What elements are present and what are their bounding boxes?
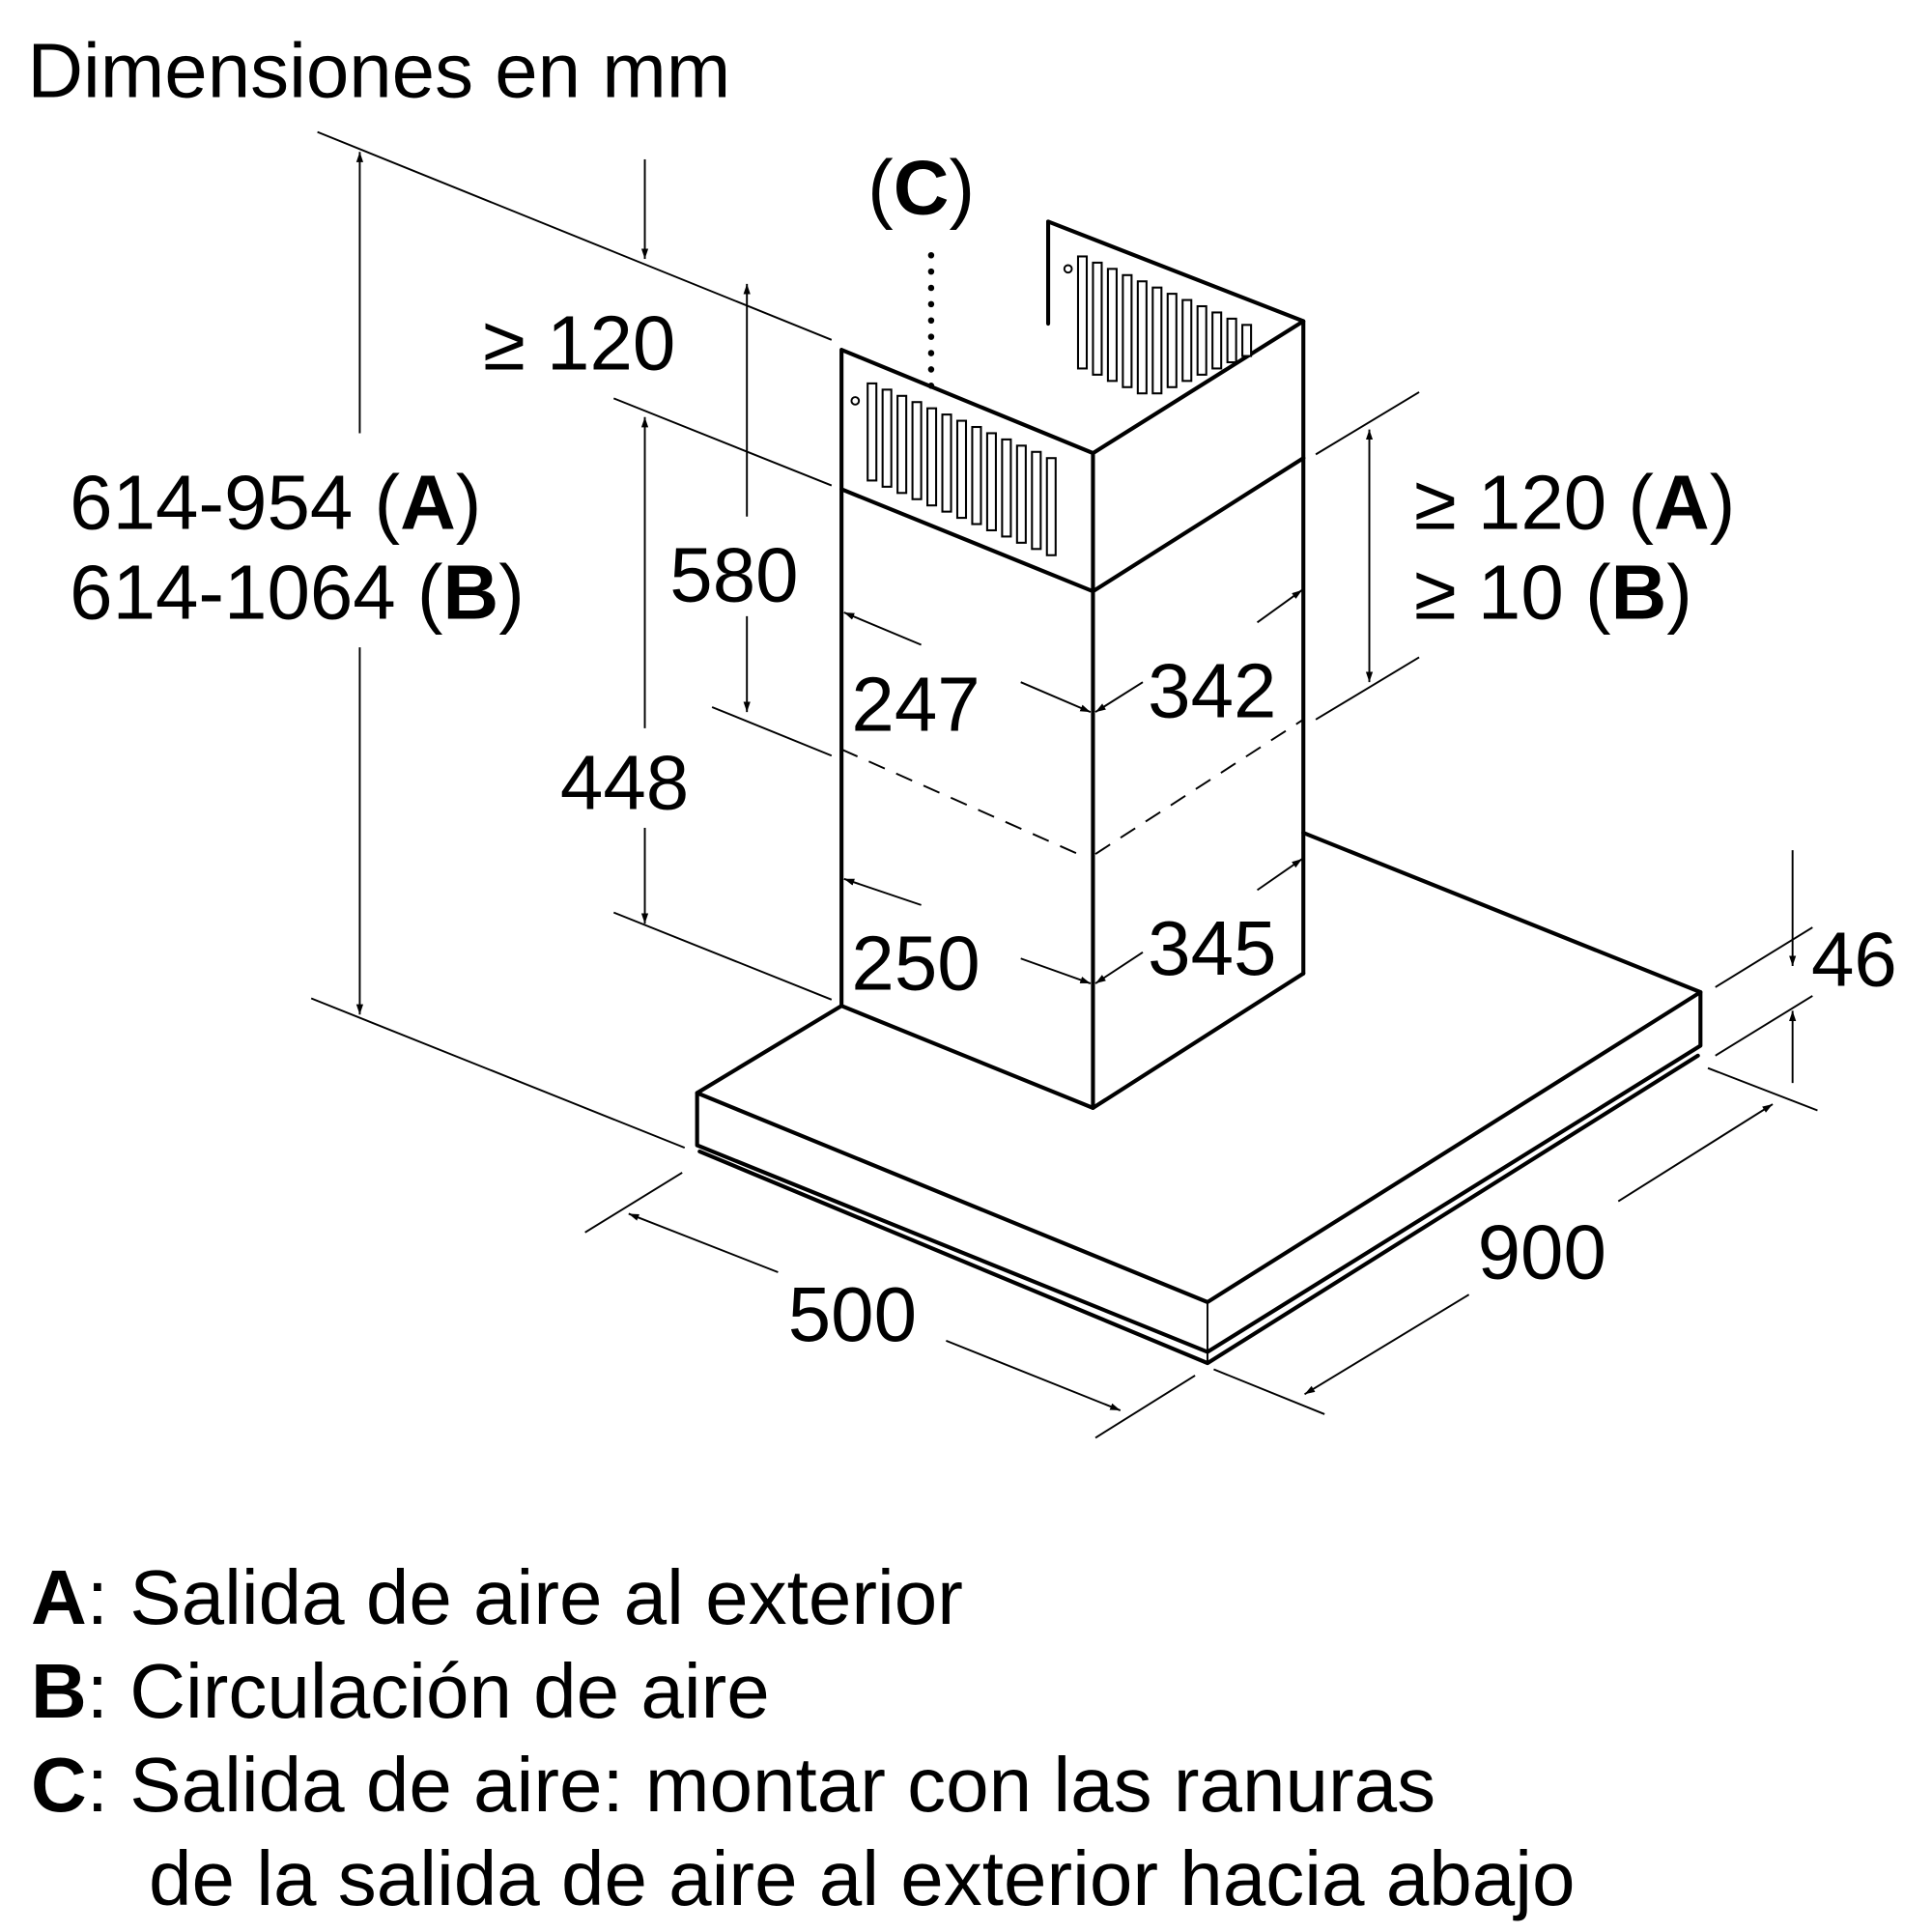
legend-text: Circulación de aire xyxy=(129,1648,770,1734)
legend-text: Salida de aire: montar con las ranuras xyxy=(129,1742,1436,1828)
width-lower-label: 345 xyxy=(1148,905,1276,991)
c-marker-label: (C) xyxy=(867,145,975,231)
vent-slots-front xyxy=(850,382,1057,556)
legend-text: Salida de aire al exterior xyxy=(129,1554,963,1640)
depth-lower-label: 250 xyxy=(851,920,980,1006)
legend-item-b: B: Circulación de aire xyxy=(31,1648,770,1734)
legend-item-a: A: Salida de aire al exterior xyxy=(31,1554,963,1640)
clearance-a-label: ≥ 120 (A) xyxy=(1414,460,1735,546)
overlap-dashed-line xyxy=(840,719,1304,855)
extension-lines xyxy=(310,130,1818,1439)
hood-outline xyxy=(695,219,1703,1366)
clearance-b-label: ≥ 10 (B) xyxy=(1414,549,1692,635)
legend-key: A xyxy=(31,1554,87,1640)
legend-key: C xyxy=(31,1742,87,1828)
canopy-depth-label: 500 xyxy=(788,1271,917,1357)
vent-slots-back xyxy=(1063,255,1253,395)
chimney-lower-label: 448 xyxy=(560,740,689,826)
width-upper-label: 342 xyxy=(1148,647,1276,733)
legend: A: Salida de aire al exterior B: Circula… xyxy=(31,1550,1575,1925)
depth-upper-label: 247 xyxy=(851,661,980,747)
legend-key: B xyxy=(31,1648,87,1734)
legend-item-c: C: Salida de aire: montar con las ranura… xyxy=(31,1742,1436,1828)
legend-item-c-continuation: de la salida de aire al exterior hacia a… xyxy=(149,1835,1576,1921)
top-clearance-label: ≥ 120 xyxy=(483,300,675,386)
total-height-b-label: 614-1064 (B) xyxy=(70,549,525,635)
total-height-a-label: 614-954 (A) xyxy=(70,460,481,546)
chimney-upper-label: 580 xyxy=(669,531,798,617)
canopy-width-label: 900 xyxy=(1478,1208,1606,1294)
dimension-arrows xyxy=(355,152,1797,1411)
dimension-labels: (C) 614-954 (A) 614-1064 (B) ≥ 120 580 4… xyxy=(70,145,1897,1357)
canopy-height-label: 46 xyxy=(1811,917,1897,1003)
title: Dimensiones en mm xyxy=(27,28,730,114)
